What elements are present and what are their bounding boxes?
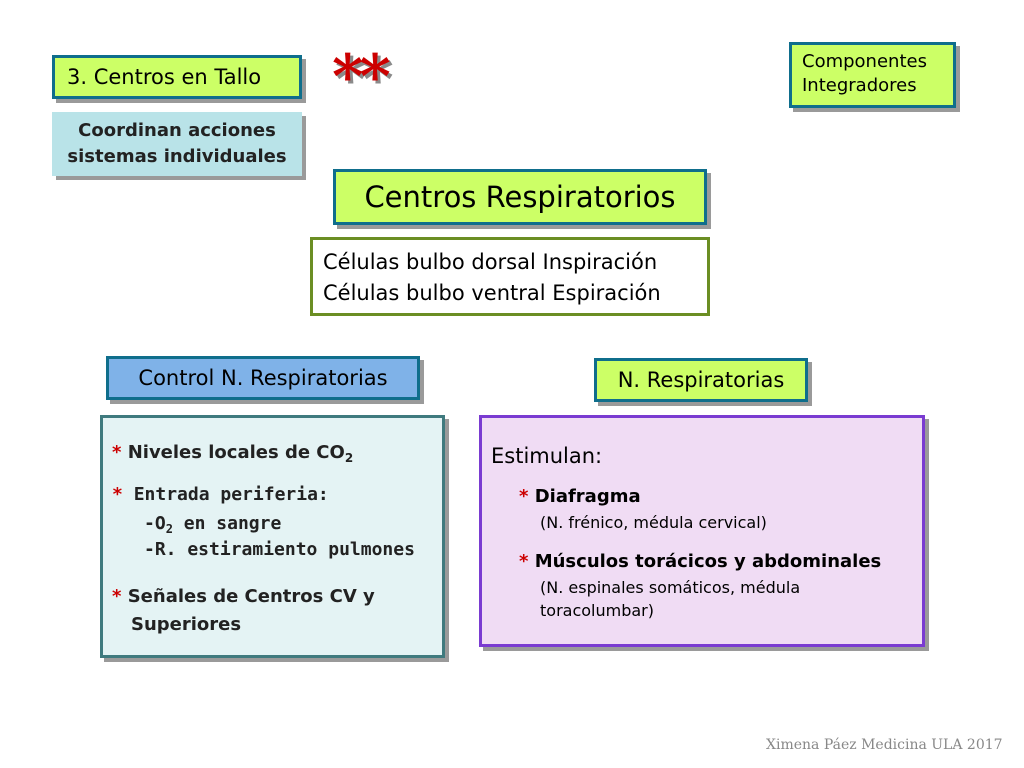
n-respiratorias-box: N. Respiratorias: [594, 358, 808, 402]
diafragma-text: Diafragma: [534, 486, 641, 507]
left-item-entrada: * Entrada periferia:: [112, 484, 329, 505]
diafragma-detail: (N. frénico, médula cervical): [540, 513, 767, 532]
celulas-line2: Células bulbo ventral Espiración: [323, 281, 661, 305]
coordinan-line1: Coordinan acciones: [78, 120, 276, 141]
coordinan-line2: sistemas individuales: [67, 146, 287, 167]
footer-credit: Ximena Páez Medicina ULA 2017: [766, 737, 1003, 753]
left-subitem-o2: -O2 en sangre: [144, 513, 281, 536]
estimulan-heading: Estimulan:: [491, 444, 603, 468]
stimulates-panel: Estimulan: * Diafragma (N. frénico, médu…: [479, 415, 925, 647]
o2-subscript: 2: [165, 522, 173, 536]
left-subitem-estiramiento: -R. estiramiento pulmones: [144, 539, 415, 560]
celulas-line1: Células bulbo dorsal Inspiración: [323, 250, 658, 274]
bullet-star: *: [519, 551, 529, 572]
tag-centros-en-tallo: 3. Centros en Tallo: [52, 55, 302, 99]
componentes-line2: Integradores: [802, 75, 917, 96]
musculos-text: Músculos torácicos y abdominales: [534, 551, 882, 572]
componentes-integradores-box: Componentes Integradores: [789, 42, 956, 108]
item-entrada-text: Entrada periferia:: [133, 484, 329, 505]
bullet-star: *: [112, 484, 123, 505]
item-co2-text: Niveles locales de CO: [127, 442, 345, 463]
musculos-detail-line2: toracolumbar): [540, 601, 654, 620]
left-item-co2: * Niveles locales de CO2: [112, 442, 353, 465]
componentes-line1: Componentes: [802, 51, 927, 72]
left-item-senales: * Señales de Centros CV y: [112, 586, 375, 607]
right-item-musculos: * Músculos torácicos y abdominales: [519, 551, 881, 572]
coordinan-acciones-box: Coordinan acciones sistemas individuales: [52, 112, 302, 176]
bullet-star: *: [519, 486, 529, 507]
control-factors-panel: * Niveles locales de CO2 * Entrada perif…: [100, 415, 445, 658]
celulas-bulbo-box: Células bulbo dorsal Inspiración Células…: [310, 237, 710, 316]
centros-respiratorios-title: Centros Respiratorios: [333, 169, 707, 225]
control-n-respiratorias-box: Control N. Respiratorias: [106, 356, 420, 400]
bullet-star: *: [112, 442, 122, 463]
emphasis-stars: **: [332, 42, 391, 112]
item-senales-line1: Señales de Centros CV y: [127, 586, 375, 607]
o2-post: en sangre: [172, 513, 282, 534]
right-item-diafragma: * Diafragma: [519, 486, 641, 507]
item-senales-line2: Superiores: [131, 614, 242, 635]
o2-pre: -O: [144, 513, 166, 534]
bullet-star: *: [112, 586, 122, 607]
item-co2-subscript: 2: [344, 451, 354, 465]
musculos-detail-line1: (N. espinales somáticos, médula: [540, 578, 801, 597]
